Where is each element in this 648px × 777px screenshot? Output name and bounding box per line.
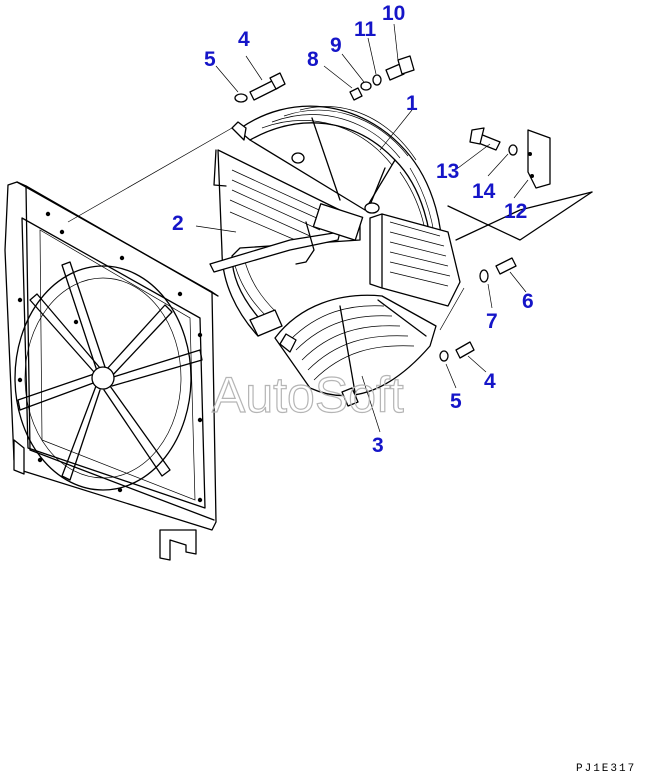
callout-4-top: 4 bbox=[238, 28, 250, 51]
side-fan-shroud bbox=[369, 191, 593, 307]
callout-4-bottom: 4 bbox=[484, 370, 496, 393]
callout-2: 2 bbox=[172, 212, 184, 235]
callout-7: 7 bbox=[486, 310, 498, 333]
shroud-ribs-2 bbox=[229, 169, 331, 317]
callout-10: 10 bbox=[382, 2, 405, 25]
callout-1: 1 bbox=[406, 92, 418, 115]
fan-guard-spokes bbox=[17, 261, 203, 481]
callout-5-top: 5 bbox=[204, 48, 216, 71]
callout-12: 12 bbox=[504, 200, 527, 223]
leader-lines bbox=[195, 23, 529, 433]
drawing-code: PJ1E317 bbox=[576, 763, 636, 775]
callout-8: 8 bbox=[307, 48, 319, 71]
callout-3: 3 bbox=[372, 434, 384, 457]
hardware-parts bbox=[234, 55, 551, 362]
lower-fan-shroud bbox=[274, 294, 437, 407]
callout-13: 13 bbox=[436, 160, 459, 183]
callout-5-bottom: 5 bbox=[450, 390, 462, 413]
callout-labels: 4 5 8 9 11 10 1 2 13 14 12 6 7 4 5 3 bbox=[172, 2, 534, 457]
callout-11: 11 bbox=[354, 18, 377, 41]
callout-14: 14 bbox=[472, 180, 496, 203]
lower-ribs bbox=[289, 305, 415, 381]
frame-bolts bbox=[17, 211, 203, 503]
middle-fan-shroud bbox=[209, 149, 364, 337]
side-ribs bbox=[389, 221, 451, 287]
callout-9: 9 bbox=[330, 34, 342, 57]
callout-6: 6 bbox=[522, 290, 534, 313]
watermark-text: AutoSoft bbox=[212, 367, 404, 423]
radiator-frame bbox=[4, 127, 233, 561]
